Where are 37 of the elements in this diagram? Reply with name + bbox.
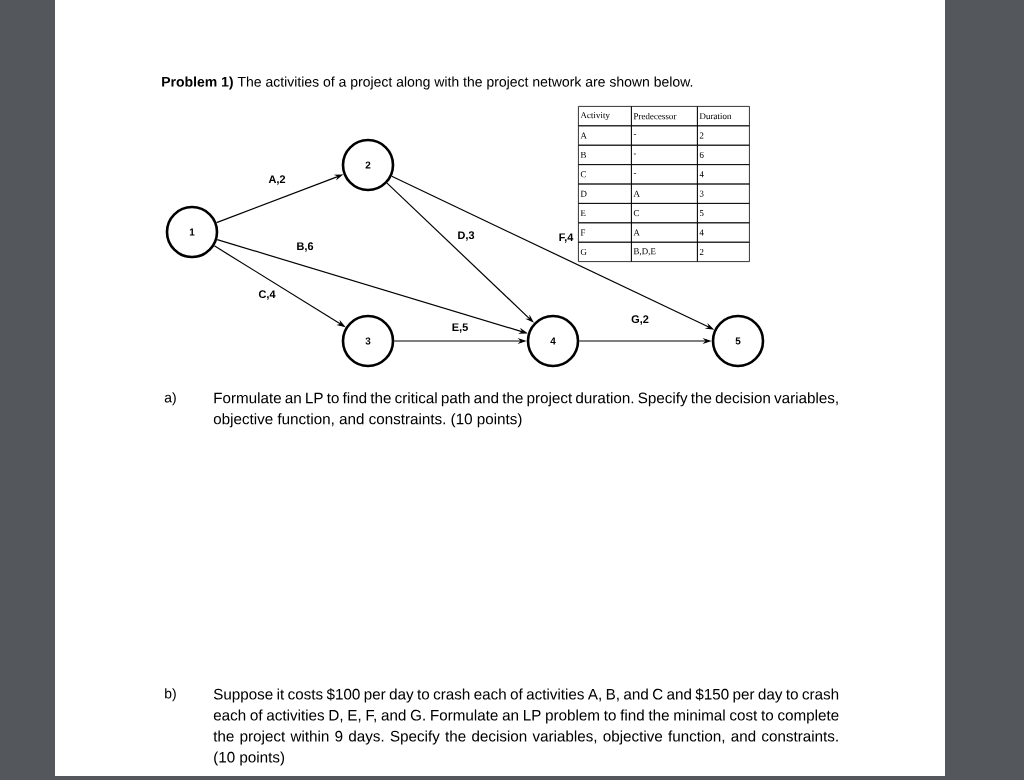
table-cell: B [578,144,632,165]
table-cell: F [578,222,632,243]
table-cell: Activity [578,106,632,127]
arrow [386,182,534,323]
edge-label: A,2 [267,174,287,186]
table-cell: A [631,222,698,243]
table-cell: 6 [697,144,750,165]
table-cell: - [631,164,698,185]
problem-heading: Problem 1) The activities of a project along with the project network are shown below. [162,76,693,90]
table-cell: B,D,E [631,241,698,262]
table-cell: D [578,183,632,204]
table-cell: Duration [697,106,750,127]
table-cell: G [578,241,632,262]
edge-label: D,3 [456,230,476,242]
table-cell: A [631,183,698,204]
question-text: Suppose it costs $100 per day to crash each of activities A, B, and C and $150 per day to crash each of activities D, E, F, and G. Formulate an LP problem to find the minimal cost to complete the project within 9 days. Specify the decision variables, objective function, and constraints. (10 points) [213,688,839,766]
edge-label: G,2 [630,314,650,326]
table-cell: - [631,125,698,146]
table-cell: 4 [697,222,750,243]
table-cell: 2 [697,125,750,146]
table-cell: 3 [697,183,750,204]
item-marker: b) [165,688,176,702]
edge-label: B,6 [295,241,315,253]
edge-label: F,4 [557,232,575,244]
table-cell: A [578,125,632,146]
table-cell: C [631,203,698,224]
table-cell: C [578,164,632,185]
table-cell: E [578,203,632,224]
edge-label: E,5 [450,322,470,334]
table-cell: 4 [697,164,750,185]
table-cell: Predecessor [631,106,698,127]
table-cell: 5 [697,203,750,224]
question-text: Formulate an LP to find the critical path and the project duration. Specify the decision variables, objective function, and constraints. (10 points) [213,392,838,428]
item-marker: a) [164,392,176,406]
table-cell: 2 [697,241,750,262]
edge-label: C,4 [257,289,277,301]
table-cell: - [631,144,698,165]
